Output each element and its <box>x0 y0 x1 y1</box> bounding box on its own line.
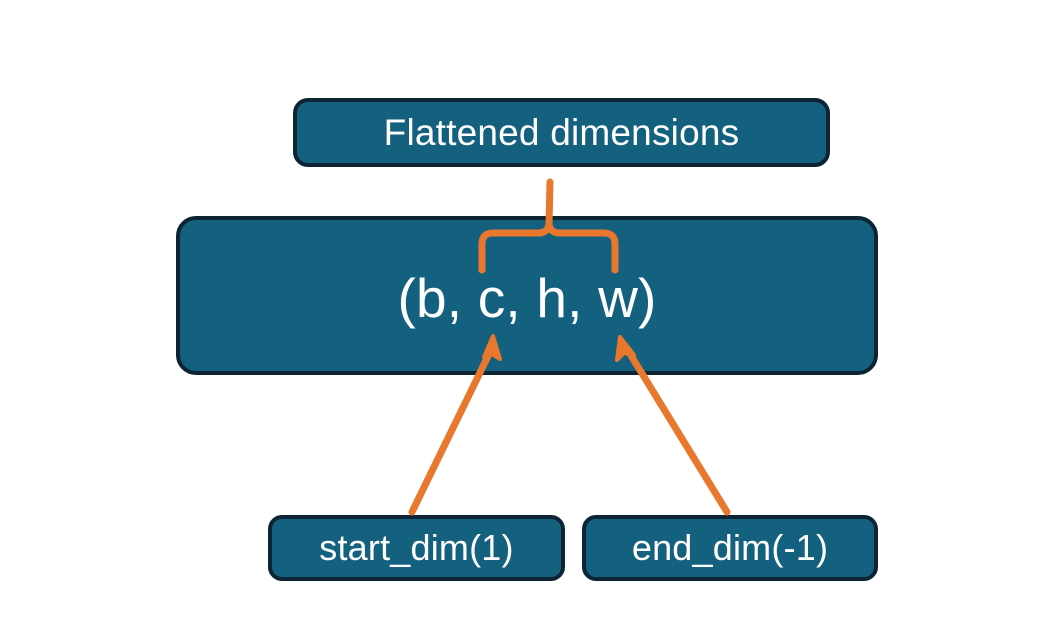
tensor-shape-box: (b, c, h, w) <box>176 216 878 375</box>
tensor-shape-label: (b, c, h, w) <box>397 267 657 329</box>
start-dim-label: start_dim(1) <box>319 527 514 568</box>
flattened-dimensions-label: Flattened dimensions <box>383 111 740 153</box>
start-dim-box: start_dim(1) <box>268 515 565 581</box>
flattened-dimensions-box: Flattened dimensions <box>293 98 830 167</box>
end-dim-box: end_dim(-1) <box>582 515 878 581</box>
end-dim-label: end_dim(-1) <box>631 527 829 568</box>
